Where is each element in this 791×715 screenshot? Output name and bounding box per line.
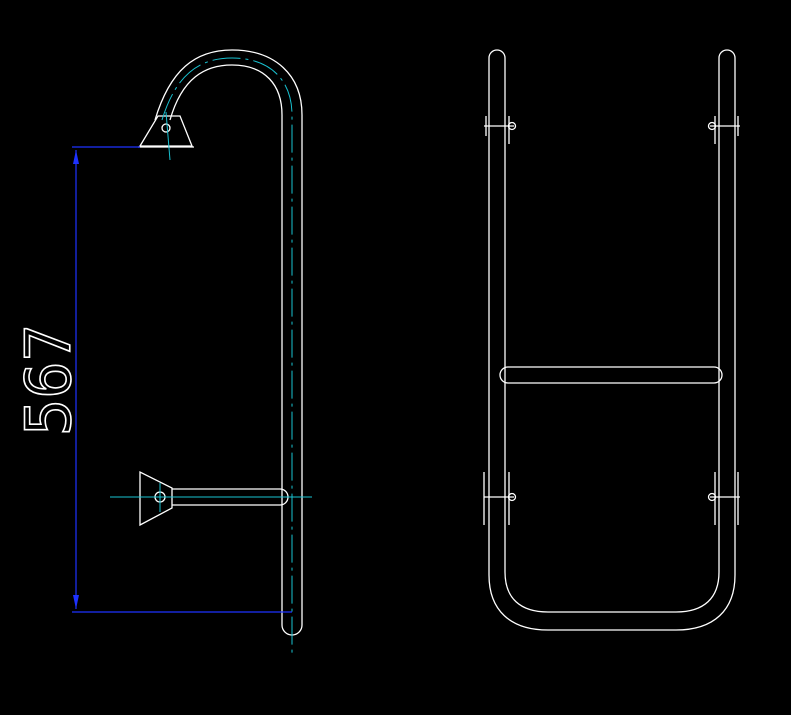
- front-bracket-lower-right: [707, 472, 740, 525]
- dim-arrow-bottom: [73, 595, 79, 609]
- side-top-bracket-centerline: [165, 111, 171, 161]
- front-bracket-upper-left: [484, 116, 517, 144]
- side-top-bracket-hole: [161, 123, 171, 133]
- dim-arrow-top: [73, 150, 79, 164]
- front-frame-inner: [504, 58, 720, 613]
- dim-height-label: 567: [12, 324, 85, 436]
- front-tread-bar: [499, 366, 723, 384]
- side-tube-centerline: [161, 57, 293, 655]
- front-bracket-lower-left: [483, 472, 517, 525]
- side-tube-outer-wall: [154, 49, 303, 625]
- side-view: [110, 49, 312, 655]
- front-frame-left-cap: [488, 49, 506, 59]
- side-lower-bracket: [139, 470, 173, 527]
- height-dimension: 567: [11, 146, 292, 613]
- front-bracket-upper-right: [707, 116, 740, 144]
- side-tube-inner-wall: [169, 64, 283, 625]
- front-frame-right-cap: [718, 49, 736, 59]
- front-frame-outer: [488, 58, 736, 631]
- front-view: [483, 49, 740, 631]
- side-top-bracket: [138, 115, 193, 147]
